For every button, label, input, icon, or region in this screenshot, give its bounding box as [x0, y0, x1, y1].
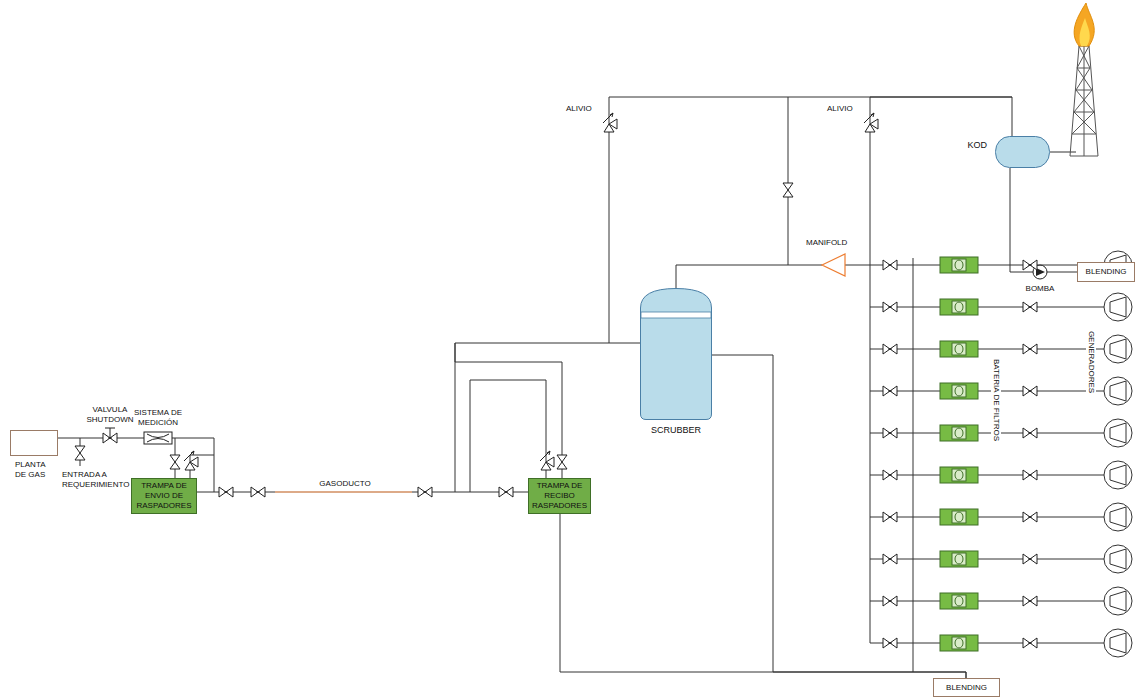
callout-label: GASODUCTO	[305, 479, 385, 489]
vessel-node: SCRUBBER	[640, 288, 712, 420]
pipe-connector	[560, 514, 966, 678]
pipe-connector	[455, 343, 640, 478]
callout-label: ALIVIO	[827, 104, 861, 114]
unit-box: BLENDING	[933, 678, 1000, 697]
pipe-connector	[676, 97, 1012, 288]
callout-label: SISTEMA DE MEDICIÓN	[128, 408, 188, 428]
unit-box: BLENDING	[1077, 262, 1135, 282]
callout-label: VALVULA SHUTDOWN	[84, 405, 136, 425]
vessel-node: KOD	[995, 136, 1050, 168]
node-label: PLANTA DE GAS	[15, 460, 55, 480]
pig-trap-box: TRAMPA DE ENVIO DE RASPADORES	[131, 478, 197, 514]
valve-symbols	[75, 113, 878, 497]
flow-meter	[144, 432, 172, 444]
flare-stack	[1070, 46, 1098, 156]
callout-label: ENTRADA A REQUERIMIENTO	[62, 470, 130, 490]
vessel-outline	[640, 288, 712, 420]
vertical-label: GENERADORES	[1086, 329, 1096, 395]
gas-pipeline	[275, 491, 412, 493]
filter-generator-rows	[870, 251, 1132, 657]
callout-label: BOMBA	[1020, 284, 1060, 294]
box-label: BLENDING	[1086, 267, 1127, 277]
pig-trap-box: TRAMPA DE RECIBO RASPADORES	[528, 478, 591, 514]
callout-label: MANIFOLD	[806, 238, 856, 248]
trap-label: TRAMPA DE RECIBO RASPADORES	[532, 481, 587, 511]
callout-label: ALIVIO	[566, 104, 600, 114]
node-label: SCRUBBER	[626, 425, 726, 436]
pipe-connector	[1010, 168, 1077, 272]
vertical-label: BATERIA DE FILTROS	[991, 357, 1001, 443]
pipe-lines	[80, 97, 1076, 672]
unit-box: PLANTA DE GAS	[10, 430, 58, 456]
pipe-connector	[197, 492, 528, 493]
vessel-outline	[995, 136, 1050, 168]
flare-flame-core	[1080, 18, 1090, 46]
node-label: KOD	[967, 140, 987, 151]
manifold-symbol	[822, 254, 845, 276]
box-label: BLENDING	[946, 683, 987, 693]
trap-label: TRAMPA DE ENVIO DE RASPADORES	[135, 481, 193, 511]
flare-flame	[1074, 3, 1094, 46]
